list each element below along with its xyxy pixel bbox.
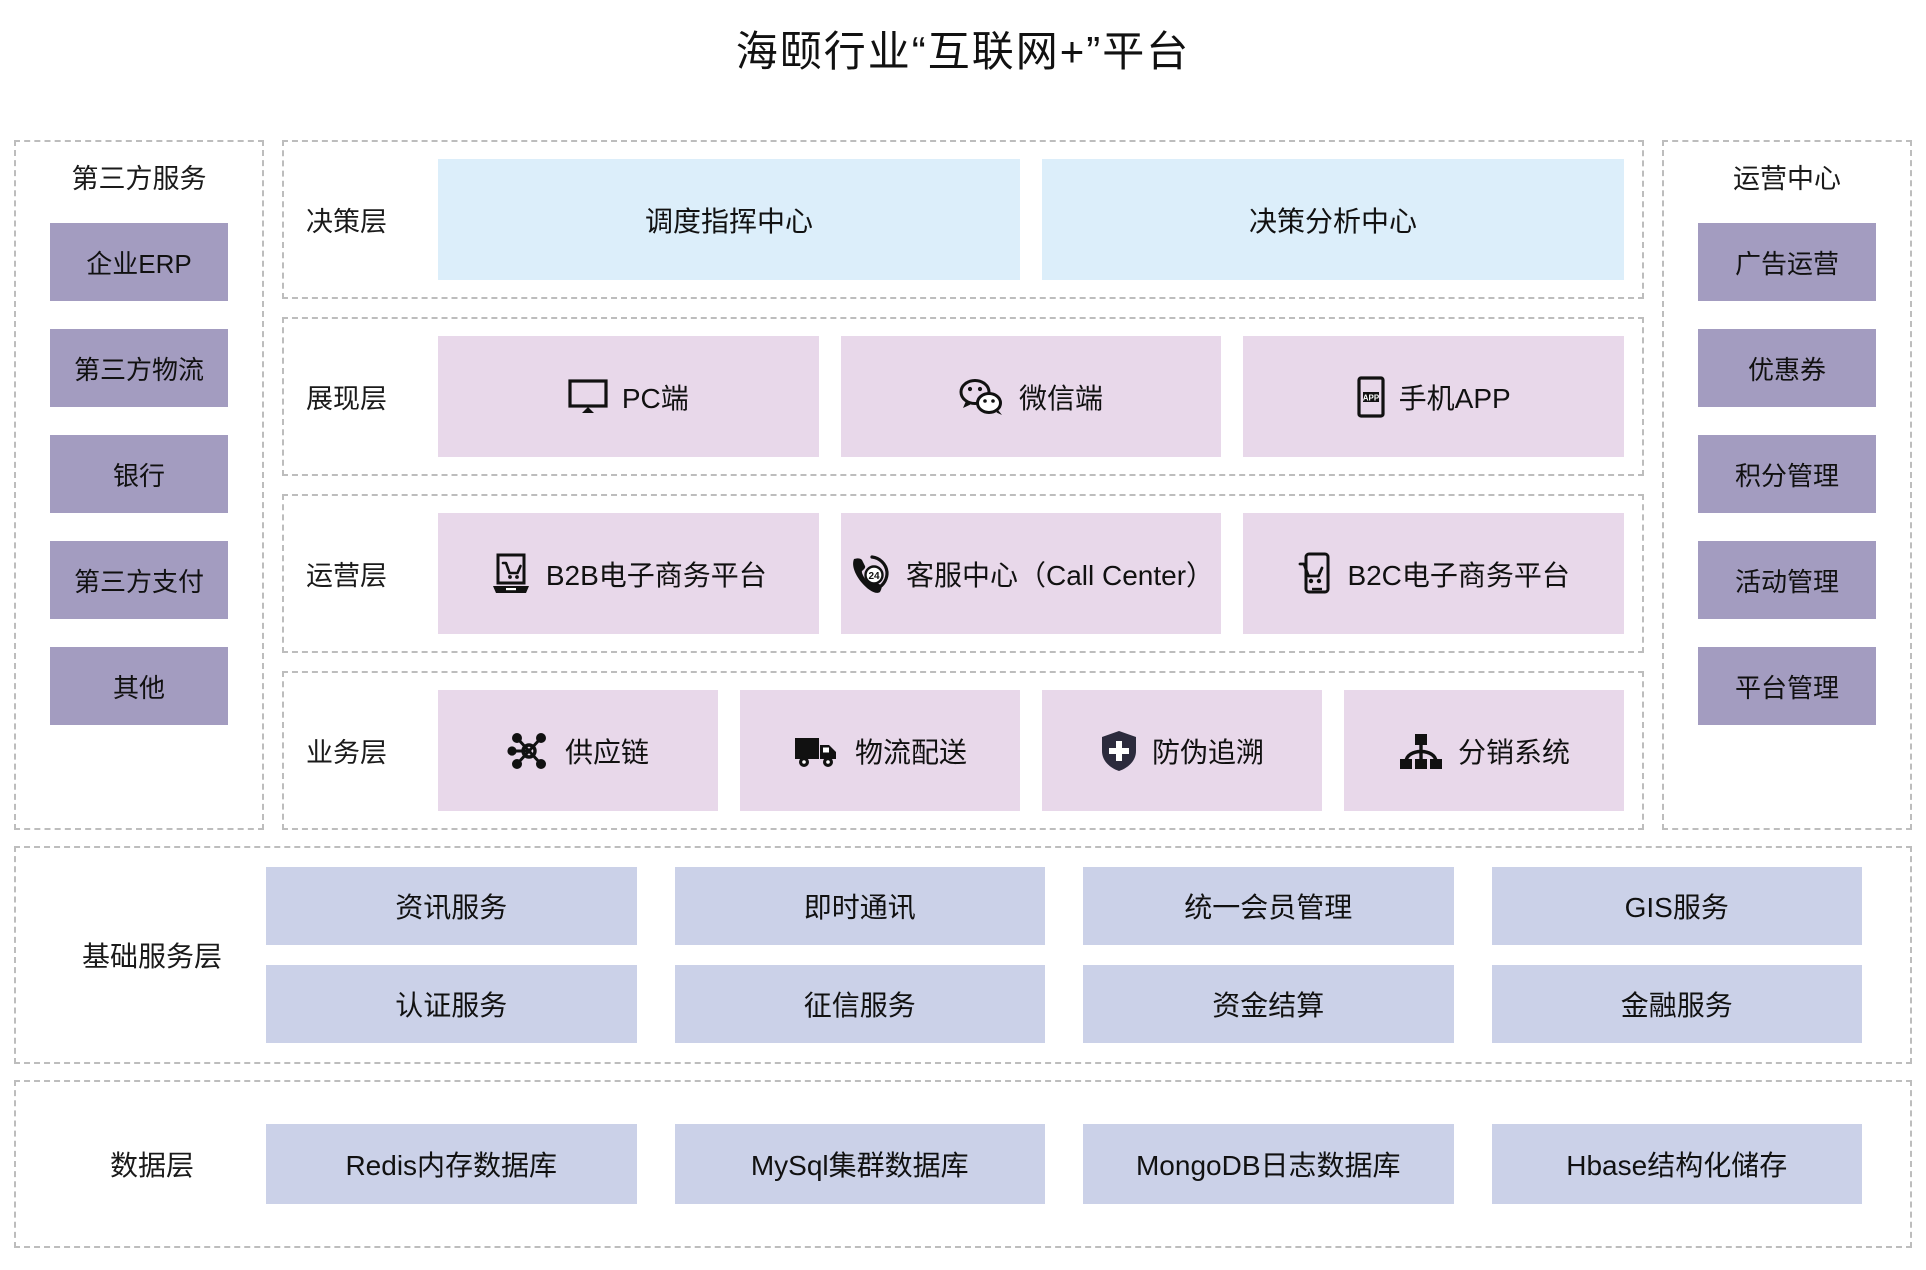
- page-title: 海颐行业“互联网+”平台: [735, 28, 1191, 75]
- business-supply-chain[interactable]: 供应链: [438, 690, 718, 811]
- wechat-icon: [959, 378, 1005, 416]
- mobile-app-icon: APP: [1357, 375, 1385, 418]
- layer-decision: 决策层 调度指挥中心 决策分析中心: [282, 140, 1644, 299]
- operation-call-center-label: 客服中心（Call Center）: [905, 559, 1215, 591]
- business-anti-counterfeit-label: 防伪追溯: [1151, 736, 1264, 768]
- base-service-member[interactable]: 统一会员管理: [1083, 867, 1454, 945]
- data-store-mysql[interactable]: MySql集群数据库: [674, 1124, 1045, 1204]
- base-service-settlement[interactable]: 资金结算: [1083, 965, 1454, 1043]
- sidebar-item-logistics[interactable]: 第三方物流: [50, 329, 228, 407]
- base-service-auth[interactable]: 认证服务: [266, 965, 637, 1043]
- sidebar-item-platform[interactable]: 平台管理: [1698, 647, 1876, 725]
- operation-b2c[interactable]: B2C电子商务平台: [1243, 513, 1625, 634]
- sidebar-item-payment[interactable]: 第三方支付: [50, 541, 228, 619]
- left-sidebar: 第三方服务 企业ERP 第三方物流 银行 第三方支付 其他: [14, 140, 264, 830]
- sidebar-item-points[interactable]: 积分管理: [1698, 435, 1876, 513]
- data-store-redis[interactable]: Redis内存数据库: [266, 1124, 637, 1204]
- svg-text:APP: APP: [1362, 393, 1379, 402]
- sidebar-item-bank[interactable]: 银行: [50, 435, 228, 513]
- business-logistics[interactable]: 物流配送: [740, 690, 1020, 811]
- layer-presentation: 展现层 PC端: [282, 317, 1644, 476]
- decision-analysis-center[interactable]: 决策分析中心: [1042, 159, 1624, 280]
- right-sidebar: 运营中心 广告运营 优惠券 积分管理 活动管理 平台管理: [1662, 140, 1912, 830]
- svg-text:24: 24: [868, 571, 880, 582]
- monitor-icon: [568, 378, 608, 415]
- mobile-cart-icon: [1297, 552, 1333, 596]
- layer-decision-label: 决策层: [306, 207, 387, 237]
- presentation-pc-label: PC端: [621, 382, 689, 414]
- base-services-grid: 资讯服务 即时通讯 统一会员管理 GIS服务 认证服务 征信服务 资金结算 金融…: [266, 867, 1888, 1043]
- business-distribution[interactable]: 分销系统: [1344, 690, 1624, 811]
- business-supply-chain-label: 供应链: [564, 736, 649, 768]
- base-service-im[interactable]: 即时通讯: [674, 867, 1045, 945]
- presentation-pc[interactable]: PC端: [438, 336, 819, 457]
- shield-plus-icon: [1100, 729, 1138, 773]
- operation-b2c-label: B2C电子商务平台: [1347, 559, 1570, 591]
- presentation-mobile-app[interactable]: APP 手机APP: [1243, 336, 1625, 457]
- operation-b2b[interactable]: B2B电子商务平台: [438, 513, 819, 634]
- sidebar-item-ad-operation[interactable]: 广告运营: [1698, 223, 1876, 301]
- data-layer: 数据层 Redis内存数据库 MySql集群数据库 MongoDB日志数据库 H…: [14, 1080, 1912, 1248]
- base-services-layer: 基础服务层 资讯服务 即时通讯 统一会员管理 GIS服务 认证服务 征信服务 资…: [14, 846, 1912, 1064]
- hierarchy-icon: [1398, 732, 1444, 770]
- layer-presentation-items: PC端: [438, 319, 1625, 474]
- layer-presentation-label: 展现层: [306, 384, 387, 414]
- presentation-mobile-app-label: 手机APP: [1398, 382, 1511, 414]
- base-service-credit[interactable]: 征信服务: [674, 965, 1045, 1043]
- layer-operation-label: 运营层: [306, 561, 387, 591]
- base-services-label: 基础服务层: [81, 941, 222, 972]
- sidebar-item-erp[interactable]: 企业ERP: [50, 223, 228, 301]
- presentation-wechat-label: 微信端: [1019, 382, 1104, 414]
- base-service-finance[interactable]: 金融服务: [1491, 965, 1862, 1043]
- layer-business: 业务层: [282, 671, 1644, 830]
- business-logistics-label: 物流配送: [854, 736, 967, 768]
- layer-decision-items: 调度指挥中心 决策分析中心: [438, 142, 1624, 297]
- sidebar-item-coupon[interactable]: 优惠券: [1698, 329, 1876, 407]
- left-sidebar-title: 第三方服务: [71, 164, 207, 194]
- base-service-gis[interactable]: GIS服务: [1491, 867, 1862, 945]
- operation-call-center[interactable]: 24 客服中心（Call Center）: [840, 513, 1222, 634]
- layer-operation-items: B2B电子商务平台 24 客服中心（Call Center）: [438, 496, 1625, 651]
- truck-icon: [793, 733, 841, 769]
- decision-analysis-center-label: 决策分析中心: [1248, 205, 1417, 237]
- laptop-cart-icon: [490, 553, 532, 595]
- decision-dispatch-center-label: 调度指挥中心: [644, 205, 813, 237]
- data-layer-grid: Redis内存数据库 MySql集群数据库 MongoDB日志数据库 Hbase…: [266, 1124, 1888, 1204]
- data-store-mongodb[interactable]: MongoDB日志数据库: [1083, 1124, 1454, 1204]
- layer-business-items: 供应链: [438, 673, 1624, 828]
- business-anti-counterfeit[interactable]: 防伪追溯: [1042, 690, 1322, 811]
- layer-stack: 决策层 调度指挥中心 决策分析中心 展现层: [282, 140, 1644, 830]
- right-sidebar-title: 运营中心: [1733, 164, 1841, 194]
- layer-business-label: 业务层: [306, 738, 387, 768]
- layer-operation: 运营层 B2B电子: [282, 494, 1644, 653]
- presentation-wechat[interactable]: 微信端: [840, 336, 1222, 457]
- data-layer-label: 数据层: [109, 1150, 194, 1181]
- network-nodes-icon: [507, 729, 551, 773]
- main-band: 第三方服务 企业ERP 第三方物流 银行 第三方支付 其他 决策层 调度指挥中心…: [14, 140, 1912, 830]
- sidebar-item-other[interactable]: 其他: [50, 647, 228, 725]
- operation-b2b-label: B2B电子商务平台: [545, 559, 767, 591]
- business-distribution-label: 分销系统: [1457, 736, 1570, 768]
- data-store-hbase[interactable]: Hbase结构化储存: [1491, 1124, 1862, 1204]
- sidebar-item-campaign[interactable]: 活动管理: [1698, 541, 1876, 619]
- decision-dispatch-center[interactable]: 调度指挥中心: [438, 159, 1020, 280]
- phone-24-icon: 24: [848, 553, 892, 595]
- base-service-news[interactable]: 资讯服务: [266, 867, 637, 945]
